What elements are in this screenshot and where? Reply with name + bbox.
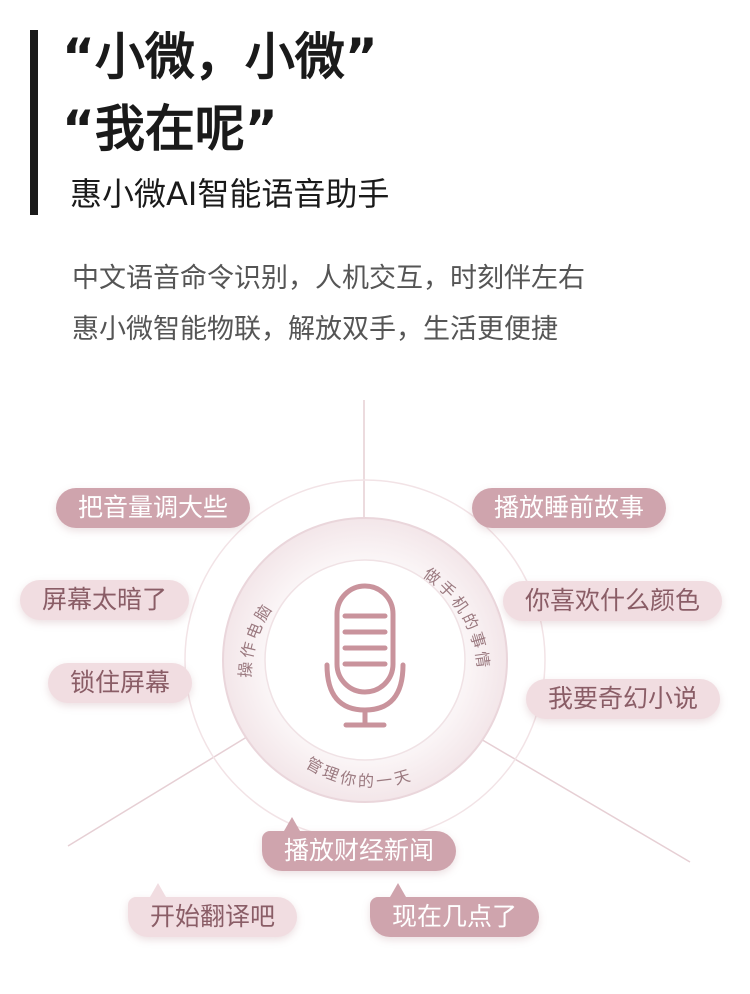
command-bubble-favorite-color: 你喜欢什么颜色 [503,581,723,621]
divider-line-left [67,717,279,847]
headline-wake-word: “小微，小微” [62,28,378,86]
product-subtitle: 惠小微AI智能语音助手 [70,175,390,213]
accent-bar [30,30,38,215]
command-bubble-screen-dark: 屏幕太暗了 [20,580,190,620]
command-bubble-fantasy-novel: 我要奇幻小说 [526,679,721,719]
bubble-text: 开始翻译吧 [150,902,276,931]
bubble-text: 现在几点了 [392,902,518,931]
command-bubble-finance-news: 播放财经新闻 [262,817,457,871]
bubble-tail [284,817,300,831]
headline-response: “我在呢” [62,100,278,158]
bubble-text: 播放财经新闻 [284,836,435,865]
command-bubble-lock-screen: 锁住屏幕 [48,663,193,703]
voice-command-diagram: 操作电脑 做手机的事情 管理你的一天 把音量调大些 屏幕太暗了 锁住屏幕 播放睡… [0,380,750,994]
bubble-tail [390,883,406,897]
description-line-1: 中文语音命令识别，人机交互，时刻伴左右 [72,263,585,294]
microphone-icon [324,583,406,728]
diagram-graphics: 操作电脑 做手机的事情 管理你的一天 [67,400,691,863]
command-bubble-bedtime-story: 播放睡前故事 [472,488,667,528]
command-bubble-translate: 开始翻译吧 [128,883,298,937]
description-line-2: 惠小微智能物联，解放双手，生活更便捷 [72,314,558,345]
command-bubble-time: 现在几点了 [370,883,540,937]
command-bubble-volume: 把音量调大些 [56,488,251,528]
bubble-tail [150,883,166,897]
